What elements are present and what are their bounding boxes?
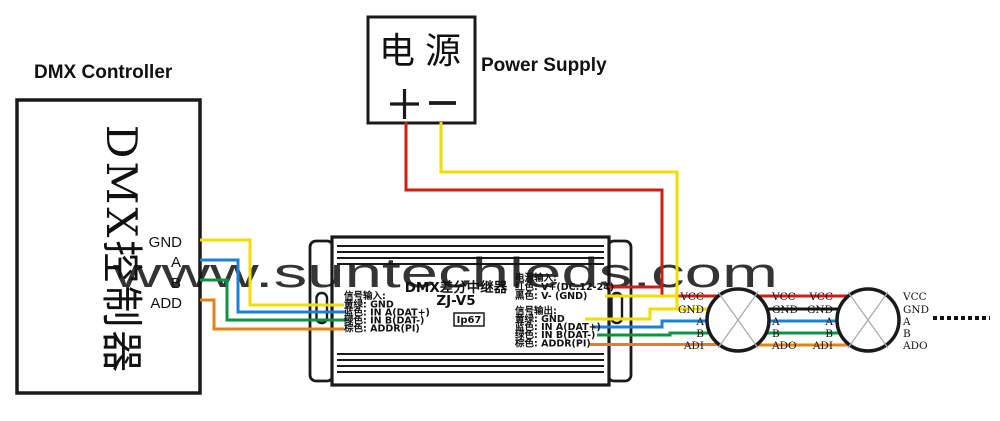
m1-in-vcc: VCC [679, 291, 704, 303]
power-input-header: 电源输入: [515, 272, 557, 284]
signal-output-line-gnd: 黄绿: GND [515, 313, 565, 325]
wire-out-a-blue [592, 319, 740, 329]
repeater-left-screw-slot [315, 291, 329, 325]
m2-out-b: B [903, 328, 911, 340]
module2-output-pins: VCC GND A B ADO [902, 291, 929, 352]
led-module-2-x-icon [847, 291, 889, 349]
signal-input-line-addr: 棕色: ADDR(PI) [343, 323, 420, 335]
dmx-controller-title: DMX Controller [34, 62, 173, 83]
wires [200, 122, 870, 347]
m2-in-b: B [825, 328, 833, 340]
m1-out-a: A [771, 316, 780, 328]
wire-out-gnd-yellow [585, 307, 712, 321]
power-supply: 电源 Power Supply [366, 15, 607, 125]
repeater-bottom-ribs [337, 353, 604, 373]
m1-in-adi: ADI [683, 340, 704, 352]
wire-add-orange [200, 298, 344, 331]
module1-input-pins: VCC GND A B ADI [678, 291, 704, 352]
wire-out-b-green [597, 331, 740, 337]
port-label-b: B [171, 275, 181, 292]
led-module-2 [835, 287, 901, 353]
module1-output-pins: VCC GND A B ADO [771, 291, 798, 352]
m2-in-vcc: VCC [808, 291, 833, 303]
signal-output-line-addr: 棕色: ADDR(PI) [514, 338, 591, 350]
dmx-controller: DMX Controller DMX控制器 GND A B ADD [15, 62, 202, 395]
power-supply-title: Power Supply [481, 55, 607, 76]
m1-in-gnd: GND [678, 304, 704, 316]
signal-input-header: 信号输入: [344, 290, 386, 302]
repeater-name: DMX差分中继器 [405, 279, 508, 296]
m2-in-a: A [824, 316, 833, 328]
repeater-model: ZJ-V5 [436, 293, 475, 309]
wire-gnd-yellow [200, 238, 344, 307]
wire-a-blue [200, 258, 346, 314]
signal-output-header: 信号输出: [515, 305, 557, 317]
m2-in-adi: ADI [812, 340, 833, 352]
plus-terminal-icon [390, 89, 419, 119]
ip-rating-box [453, 312, 485, 327]
m2-in-gnd: GND [807, 304, 833, 316]
port-label-a: A [171, 254, 181, 271]
m2-out-ado: ADO [902, 340, 928, 352]
port-label-add: ADD [150, 295, 182, 312]
wire-vplus-red [404, 122, 740, 298]
power-input-line-vminus: 黑色: V- (GND) [515, 290, 587, 302]
m2-out-vcc: VCC [902, 291, 927, 303]
signal-input-line-a: 蓝色: IN A(DAT+) [344, 307, 430, 319]
repeater-top-ribs [337, 245, 604, 265]
m1-out-gnd: GND [772, 304, 798, 316]
signal-output-line-b: 绿色: IN B(DAT-) [515, 329, 595, 341]
wire-b-green [200, 278, 349, 322]
m1-out-b: B [772, 328, 780, 340]
signal-output-line-a: 蓝色: IN A(DAT+) [515, 321, 601, 333]
m1-in-b: B [696, 328, 704, 340]
power-supply-cjk-label: 电源 [379, 31, 471, 72]
dmx-controller-cjk-label: DMX控制器 [97, 125, 146, 376]
power-input-line-vplus: 红色: V+(DC:12-24) [515, 281, 614, 293]
signal-input-line-gnd: 黄绿: GND [344, 299, 394, 311]
power-supply-box [366, 15, 477, 125]
m2-out-gnd: GND [903, 304, 929, 316]
repeater-legend: 信号输入: 黄绿: GND 蓝色: IN A(DAT+) 绿色: IN B(DA… [343, 272, 614, 350]
dmx-controller-box [15, 98, 202, 395]
ip-rating-label: Ip67 [457, 315, 482, 326]
led-module-1-x-icon [717, 291, 759, 349]
m1-in-a: A [695, 316, 704, 328]
repeater-right-screw-slot [610, 291, 624, 325]
led-module-1 [705, 287, 771, 353]
module2-input-pins: VCC GND A B ADI [807, 291, 833, 352]
signal-input-line-b: 绿色: IN B(DAT-) [344, 315, 424, 327]
m2-out-a: A [902, 316, 911, 328]
port-label-gnd: GND [149, 234, 183, 251]
m1-out-vcc: VCC [771, 291, 796, 303]
m1-out-ado: ADO [771, 340, 797, 352]
watermark: www.suntechleds.com [111, 249, 778, 296]
